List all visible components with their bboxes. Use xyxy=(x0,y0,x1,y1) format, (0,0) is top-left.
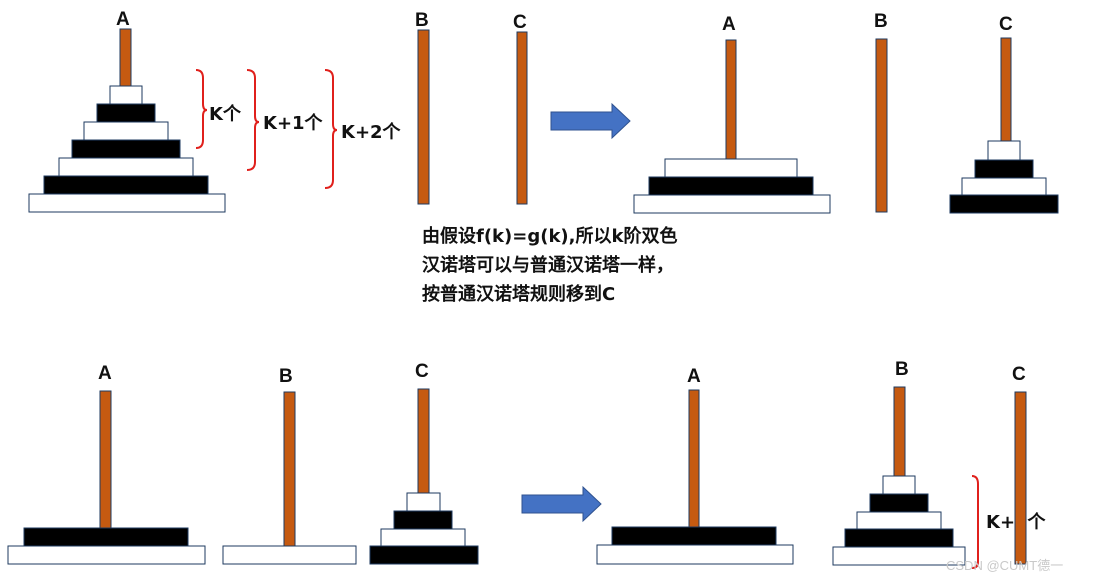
disk-white xyxy=(961,177,1047,197)
disk-white xyxy=(58,157,194,177)
peg-b xyxy=(893,386,906,477)
brace-k xyxy=(195,69,208,149)
panel-after-move-k: A B C xyxy=(633,11,1059,214)
explanation-note: 由假设f(k)=g(k),所以k阶双色 汉诺塔可以与普通汉诺塔一样， 按普通汉诺… xyxy=(422,222,677,309)
brace-k-plus-1 xyxy=(246,69,260,171)
disk-white xyxy=(832,546,966,566)
disk-white xyxy=(987,140,1021,161)
peg-c xyxy=(1000,37,1012,143)
peg-b xyxy=(283,391,296,547)
peg-a xyxy=(725,39,737,161)
disk-black xyxy=(96,103,156,123)
disk-white xyxy=(222,545,357,565)
panel-bottom-left: A B C xyxy=(7,361,479,565)
peg-label-b: B xyxy=(874,11,888,32)
disk-white xyxy=(83,121,169,141)
note-line: 汉诺塔可以与普通汉诺塔一样， xyxy=(422,255,674,276)
note-line: 由假设f(k)=g(k),所以k阶双色 xyxy=(422,226,678,247)
peg-c xyxy=(516,31,528,205)
note-line: 按普通汉诺塔规则移到C xyxy=(422,284,616,305)
brace-k-plus-2 xyxy=(324,69,338,189)
disk-black xyxy=(71,139,181,159)
disk-white xyxy=(596,544,794,565)
panel-initial: A K个 K+1个 K+2个 B C xyxy=(28,9,528,213)
disk-white xyxy=(28,193,226,213)
peg-label-c: C xyxy=(999,14,1013,35)
peg-c xyxy=(417,388,430,494)
peg-a xyxy=(99,390,112,529)
disk-white xyxy=(882,475,916,495)
peg-b xyxy=(417,29,430,205)
disk-black xyxy=(949,194,1059,214)
peg-label-a: A xyxy=(98,363,112,384)
peg-label-c: C xyxy=(415,361,429,382)
brace-k-plus-1 xyxy=(971,475,979,569)
peg-a xyxy=(119,28,132,88)
disk-black xyxy=(23,527,189,547)
disk-white xyxy=(109,85,143,105)
disk-white xyxy=(633,194,831,214)
peg-c xyxy=(1014,391,1027,565)
disk-black xyxy=(393,510,453,530)
brace-label-k: K个 xyxy=(209,103,242,125)
brace-label-k-plus-1: K+1个 xyxy=(263,112,324,134)
peg-label-b: B xyxy=(895,359,909,380)
peg-label-a: A xyxy=(116,9,130,30)
brace-label-k-plus-2: K+2个 xyxy=(341,121,402,143)
peg-label-c: C xyxy=(513,12,527,33)
peg-b xyxy=(875,38,888,213)
disk-white xyxy=(856,511,942,531)
disk-white xyxy=(380,528,466,548)
arrow-right-icon xyxy=(521,485,602,523)
disk-black xyxy=(844,528,954,548)
peg-label-b: B xyxy=(279,366,293,387)
peg-a xyxy=(688,389,700,529)
disk-black xyxy=(974,159,1034,179)
watermark: CSDN @CUMT德一 xyxy=(946,558,1063,573)
disk-white xyxy=(664,158,798,178)
peg-label-a: A xyxy=(722,14,736,35)
disk-black xyxy=(369,545,479,565)
peg-label-c: C xyxy=(1012,364,1026,385)
arrow-right-icon xyxy=(550,102,631,140)
disk-black xyxy=(43,175,209,195)
disk-black xyxy=(869,493,929,513)
disk-white xyxy=(7,545,206,565)
panel-bottom-right: A B K+1个 C xyxy=(596,359,1047,569)
disk-white xyxy=(406,492,441,512)
peg-label-a: A xyxy=(687,366,701,387)
disk-black xyxy=(648,176,814,196)
peg-label-b: B xyxy=(415,10,429,31)
disk-black xyxy=(611,526,777,546)
